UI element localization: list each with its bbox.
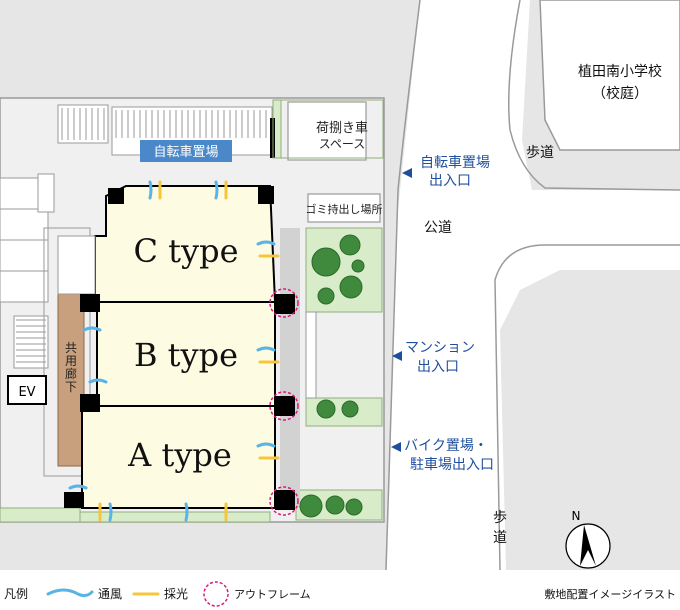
elevator-box bbox=[7, 375, 47, 405]
entrance-bike-line2: 駐車場出入口 bbox=[410, 456, 494, 473]
entrance-bicycle-line1: 自転車置場 bbox=[420, 154, 490, 171]
daylight-arrows bbox=[98, 180, 280, 522]
entrance-bike-parking: バイク置場・ 駐車場出入口 bbox=[391, 438, 494, 473]
outframe-marker bbox=[269, 391, 299, 421]
green-strip-right bbox=[272, 99, 384, 159]
corridor-label-3: 廊 bbox=[65, 366, 77, 381]
corridor-label-4: 下 bbox=[65, 380, 77, 394]
unit-b-label: B type bbox=[134, 336, 238, 374]
landscape-green-bottom bbox=[0, 507, 81, 523]
common-corridor bbox=[57, 293, 85, 467]
loading-space bbox=[287, 101, 367, 161]
legend-outframe: アウトフレーム bbox=[234, 588, 311, 601]
ventilation-legend-icon bbox=[46, 588, 94, 598]
ventilation-arrows bbox=[68, 180, 276, 522]
entrance-arrow-icon bbox=[391, 442, 401, 452]
unit-a-label: A type bbox=[127, 436, 232, 474]
legend-ventilation: 通風 bbox=[98, 587, 122, 601]
sidewalk-label-bottom-1: 歩 bbox=[493, 510, 507, 526]
loading-space-label-line2: スペース bbox=[319, 137, 366, 151]
outframe-legend-icon bbox=[203, 581, 229, 607]
legend-title: 凡例 bbox=[4, 587, 28, 601]
road-edge-inner bbox=[508, 0, 680, 191]
entrance-mansion-line2: 出入口 bbox=[417, 359, 459, 375]
entrance-mansion-line1: マンション bbox=[405, 340, 475, 356]
road-edge-lower bbox=[494, 244, 680, 571]
corridor-label-2: 用 bbox=[65, 354, 77, 368]
elevator-label: EV bbox=[18, 385, 35, 400]
trees bbox=[299, 234, 365, 518]
outframe-marker bbox=[269, 486, 299, 516]
outframe-marker bbox=[269, 288, 299, 318]
unit-a bbox=[81, 405, 276, 509]
north-label: N bbox=[572, 509, 581, 523]
unit-c-label: C type bbox=[133, 232, 238, 270]
outframe-markers bbox=[269, 288, 299, 516]
north-arrow-icon: N bbox=[565, 509, 611, 569]
school-label-line1: 植田南小学校 bbox=[578, 63, 662, 80]
lobby bbox=[57, 235, 96, 295]
caption: 敷地配置イメージイラスト bbox=[544, 587, 676, 601]
sidewalk-label-top: 歩道 bbox=[526, 145, 554, 161]
corridor-label-1: 共 bbox=[65, 341, 77, 355]
garbage-area-label: ゴミ持出し場所 bbox=[306, 202, 383, 216]
entrance-mansion: マンション 出入口 bbox=[392, 340, 475, 375]
entrance-arrow-icon bbox=[392, 351, 402, 361]
public-road-label: 公道 bbox=[424, 220, 452, 236]
sidewalk-label-bottom-2: 道 bbox=[493, 530, 507, 546]
school-block bbox=[539, 0, 680, 151]
school-label-line2: （校庭） bbox=[592, 85, 648, 102]
bicycle-parking-label: 自転車置場 bbox=[153, 145, 218, 160]
entrance-arrow-icon bbox=[402, 168, 412, 178]
garbage-area bbox=[307, 193, 381, 223]
bicycle-parking-stripes bbox=[57, 104, 273, 156]
loading-space-label-line1: 荷捌き車 bbox=[316, 120, 368, 136]
road-edge-left bbox=[385, 0, 421, 571]
legend-daylight: 採光 bbox=[164, 587, 188, 601]
entrance-bicycle: 自転車置場 出入口 bbox=[402, 154, 490, 189]
structural-columns bbox=[64, 186, 295, 510]
unit-b bbox=[96, 301, 276, 407]
entrance-bike-line1: バイク置場・ bbox=[404, 438, 488, 454]
parking-left bbox=[0, 173, 55, 369]
bicycle-parking-badge bbox=[140, 140, 232, 162]
surrounding-area-bottomright bbox=[500, 270, 680, 570]
entrance-bicycle-line2: 出入口 bbox=[429, 173, 471, 189]
walkway bbox=[280, 228, 300, 508]
